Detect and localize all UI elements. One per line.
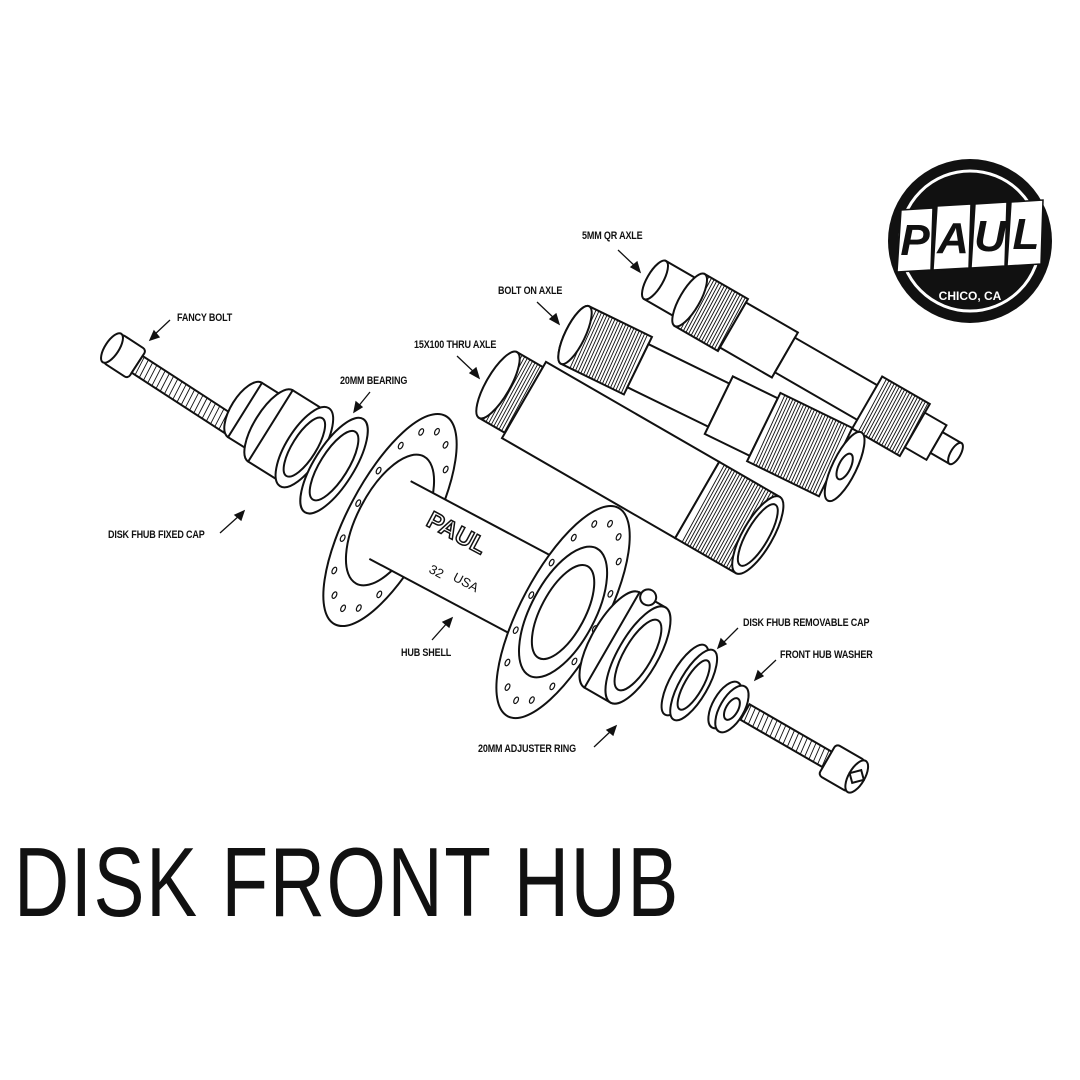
spoke-hole [331,591,338,599]
spoke-hole [512,626,519,635]
label-hub-shell: HUB SHELL [401,647,452,659]
label-bolt-on-axle: BOLT ON AXLE [498,285,563,297]
bolt-on-axle [557,304,866,503]
logo-letter-p: P [900,216,930,265]
front-hub-washer [707,680,750,734]
thread-lines [743,705,830,767]
spoke-holes [504,519,622,705]
spoke-hole [615,557,622,566]
spoke-hole [331,566,338,575]
spoke-hole [397,441,404,450]
thread-lines [752,394,848,495]
logo-letter-a: A [936,214,969,263]
spoke-hole [528,591,535,599]
spoke-hole [570,533,577,542]
logo-letter-u: U [974,212,1007,261]
spoke-hole [606,519,614,528]
leader-arrows [148,249,777,748]
spoke-hole [433,427,440,436]
spoke-hole [548,558,555,567]
spoke-hole [376,590,383,599]
label-fixed-cap: DISK FHUB FIXED CAP [108,529,205,541]
thru-axle [475,350,785,575]
thread-lines [857,378,929,457]
fixed-cap [223,380,369,515]
fancy-bolt [100,332,237,435]
label-bearing: 20MM BEARING [340,375,408,387]
qr-axle [641,259,964,466]
spoke-hole [528,696,535,704]
label-adjuster-ring: 20MM ADJUSTER RING [478,743,576,755]
page-title: DISK FRONT HUB [14,827,680,937]
spoke-hole [549,682,556,691]
spoke-hole [513,696,520,705]
label-washer: FRONT HUB WASHER [780,649,873,661]
hub-shell [322,412,631,720]
spoke-hole [355,499,362,507]
label-fancy-bolt: FANCY BOLT [177,312,233,324]
lower-bolt [739,702,870,794]
spoke-hole [504,683,511,691]
logo-letter-l: L [1013,210,1040,259]
spoke-hole [571,657,578,666]
spoke-hole [339,534,346,543]
adjuster-ring [578,588,672,705]
spoke-hole [442,465,449,474]
label-qr-axle: 5MM QR AXLE [582,230,643,242]
svg-text:32: 32 [427,561,447,581]
spoke-hole [355,604,362,612]
logo-location: CHICO, CA [939,289,1002,303]
spoke-hole [607,590,614,598]
spoke-hole [442,441,449,449]
paul-logo: P A U L CHICO, CA [888,159,1052,323]
label-removable-cap: DISK FHUB REMOVABLE CAP [743,617,870,629]
label-thru-axle: 15X100 THRU AXLE [414,339,497,351]
spoke-hole [418,428,425,436]
spoke-hole [340,604,347,613]
removable-cap [660,643,719,722]
spoke-hole [591,520,598,528]
spoke-hole [615,533,622,541]
spoke-hole [375,466,382,475]
spoke-hole [504,658,511,667]
